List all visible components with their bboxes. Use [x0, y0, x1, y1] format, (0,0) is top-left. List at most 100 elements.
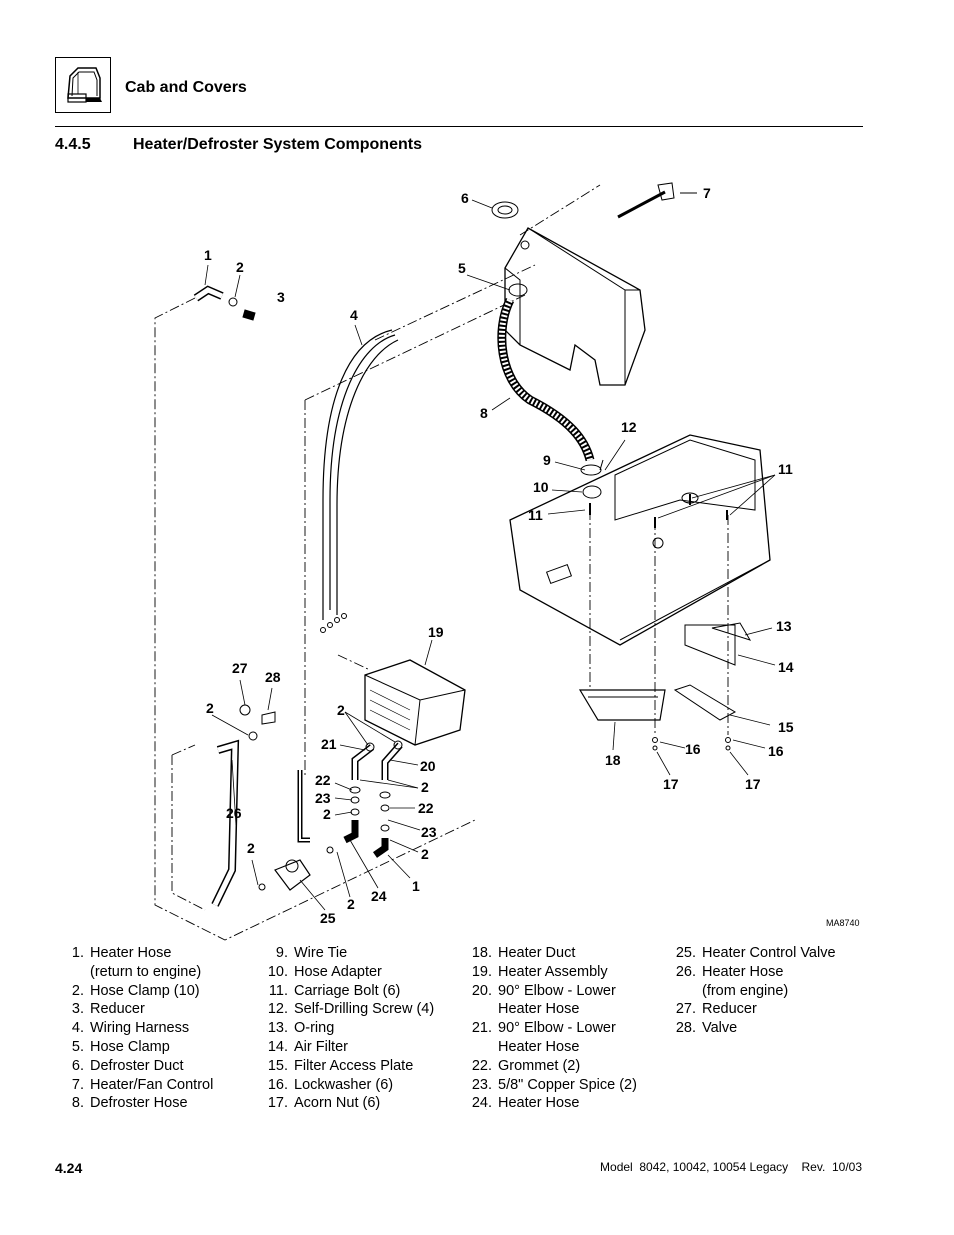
legend-item: 1.Heater Hose — [60, 944, 213, 963]
callout-8: 8 — [480, 405, 488, 421]
callout-10: 10 — [533, 479, 549, 495]
legend-item-number: 21. — [471, 1020, 492, 1037]
legend-item-number: 18. — [471, 945, 492, 961]
callout-21: 21 — [321, 736, 337, 752]
callout-2: 2 — [337, 702, 345, 718]
callout-12: 12 — [621, 419, 637, 435]
section-title: Heater/Defroster System Components — [133, 136, 422, 153]
legend-item: 24. Heater Hose — [468, 1094, 637, 1113]
legend-item-text: Defroster Duct — [90, 1057, 184, 1074]
legend-item-text: O-ring — [294, 1020, 335, 1037]
callout-28: 28 — [265, 669, 281, 685]
legend-item-number: 25. — [675, 945, 696, 961]
legend-item: 19. Heater Assembly — [468, 963, 637, 982]
legend-item-number: 20. — [471, 982, 492, 999]
legend-item-continuation: (from engine) — [702, 982, 789, 999]
callout-14: 14 — [778, 659, 794, 675]
legend-item: 23.5/8" Copper Spice (2) — [468, 1076, 637, 1095]
callout-3: 3 — [277, 289, 285, 305]
legend-item: 6. Defroster Duct — [60, 1057, 213, 1076]
callout-2: 2 — [236, 259, 244, 275]
callout-26: 26 — [226, 805, 242, 821]
legend-item-number: 6. — [71, 1057, 84, 1074]
legend-item-text: Heater/Fan Control — [90, 1076, 214, 1093]
callout-17: 17 — [745, 776, 761, 792]
legend-item-number: 26. — [675, 963, 696, 980]
callout-23: 23 — [315, 790, 331, 806]
callout-9: 9 — [543, 452, 551, 468]
legend-item-text: Wire Tie — [294, 945, 348, 961]
legend-item-text: Heater Hose — [702, 963, 784, 980]
legend-item: 15.Filter Access Plate — [264, 1057, 434, 1076]
legend-item-number: 14. — [267, 1038, 288, 1055]
legend-item: 3.Reducer — [60, 1000, 213, 1019]
legend-item-text: Self-Drilling Screw (4) — [294, 1001, 435, 1018]
callout-22: 22 — [315, 772, 331, 788]
legend-item-text: Hose Clamp — [90, 1038, 170, 1055]
callout-23: 23 — [421, 824, 437, 840]
legend-item: 12.Self-Drilling Screw (4) — [264, 1000, 434, 1019]
legend-item-text: Heater Hose — [90, 945, 172, 961]
legend-item-number: 19. — [471, 963, 492, 980]
section-number: 4.4.5 — [55, 136, 91, 153]
callout-11: 11 — [778, 461, 793, 477]
callout-24: 24 — [371, 888, 387, 904]
cab-thumbnail-icon — [55, 57, 111, 113]
legend-item: 5. Hose Clamp — [60, 1038, 213, 1057]
legend-item-number: 15. — [267, 1057, 288, 1074]
legend-item: 27.Reducer — [672, 1000, 836, 1019]
callout-2: 2 — [247, 840, 255, 856]
legend-item: 11. Carriage Bolt (6) — [264, 982, 434, 1001]
callout-19: 19 — [428, 624, 444, 640]
callout-18: 18 — [605, 752, 621, 768]
legend-item: 28.Valve — [672, 1019, 836, 1038]
legend-item-number: 3. — [71, 1001, 84, 1018]
legend-item-text: Heater Assembly — [498, 963, 608, 980]
legend-item: 16.Lockwasher (6) — [264, 1076, 434, 1095]
legend-item: 25. Heater Control Valve — [672, 944, 836, 963]
chapter-title: Cab and Covers — [125, 79, 247, 96]
legend-item: 2.Hose Clamp (10) — [60, 982, 213, 1001]
callout-5: 5 — [458, 260, 466, 276]
legend-item: 13. O-ring — [264, 1019, 434, 1038]
legend-item: 22.Grommet (2) — [468, 1057, 637, 1076]
legend-item-number: 9. — [275, 945, 288, 961]
callout-22: 22 — [418, 800, 434, 816]
legend-item-number: 24. — [471, 1095, 492, 1112]
legend-item-text: Air Filter — [294, 1038, 348, 1055]
legend-column-2: 9.Wire Tie 10.Hose Adapter 11.Carriage B… — [264, 944, 434, 1113]
legend-item-text: 90° Elbow - Lower — [498, 982, 616, 999]
legend-item: 7. Heater/Fan Control — [60, 1076, 213, 1095]
legend-item: 20. 90° Elbow - Lower — [468, 982, 637, 1001]
legend-item: 18. Heater Duct — [468, 944, 637, 963]
legend-item-number: 22. — [471, 1057, 492, 1074]
legend-item-text: Heater Duct — [498, 945, 576, 961]
callout-7: 7 — [703, 185, 711, 201]
legend-column-1: 1.Heater Hose (return to engine) 2.Hose … — [60, 944, 213, 1113]
page-number: 4.24 — [55, 1160, 83, 1176]
callout-2: 2 — [206, 700, 214, 716]
legend-item-text: Wiring Harness — [90, 1020, 190, 1037]
legend-item-text: 5/8" Copper Spice (2) — [498, 1076, 637, 1093]
legend-item-text: Heater Control Valve — [702, 945, 836, 961]
legend-item-continuation: (return to engine) — [90, 963, 202, 980]
callout-25: 25 — [320, 910, 336, 926]
callout-15: 15 — [778, 719, 794, 735]
legend-item-text: Acorn Nut (6) — [294, 1095, 381, 1112]
callout-13: 13 — [776, 618, 792, 634]
legend-item-number: 11. — [268, 982, 288, 999]
callout-11: 11 — [528, 507, 543, 523]
legend-item-text: Carriage Bolt (6) — [294, 982, 401, 999]
callout-2: 2 — [421, 779, 429, 795]
callout-2: 2 — [347, 896, 355, 912]
legend-item-number: 7. — [71, 1076, 84, 1093]
legend-item-text: Reducer — [702, 1001, 757, 1018]
callout-4: 4 — [350, 307, 358, 323]
legend-item-number: 2. — [71, 982, 84, 999]
legend-item-text: Heater Hose — [498, 1095, 580, 1112]
callout-6: 6 — [461, 190, 469, 206]
legend-item-number: 13. — [267, 1020, 288, 1037]
legend-item-number: 5. — [71, 1038, 84, 1055]
callout-1: 1 — [412, 878, 420, 894]
legend-item-continuation: Heater Hose — [498, 1001, 580, 1018]
